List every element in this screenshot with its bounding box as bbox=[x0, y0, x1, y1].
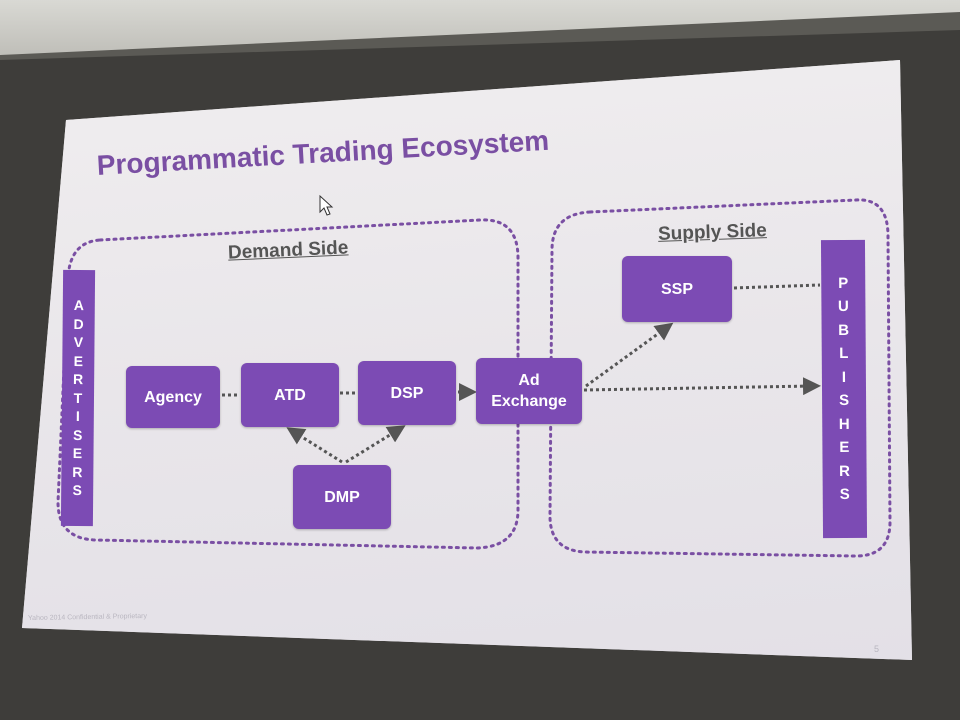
cursor-icon bbox=[319, 194, 334, 216]
advertisers-letter: E bbox=[72, 445, 83, 462]
arrow-exchange-ssp bbox=[585, 322, 674, 388]
atd-label: ATD bbox=[274, 386, 306, 404]
publishers-letter: R bbox=[839, 462, 851, 480]
ad-exchange-line2: Exchange bbox=[491, 393, 567, 410]
advertisers-letter: T bbox=[73, 389, 83, 406]
publishers-letter: U bbox=[837, 297, 849, 316]
ssp-label: SSP bbox=[660, 280, 693, 298]
advertisers-letter: I bbox=[75, 408, 80, 425]
advertisers-letter: S bbox=[72, 426, 83, 443]
publishers-letter: H bbox=[838, 415, 850, 433]
advertisers-letter: R bbox=[73, 371, 84, 388]
publishers-letter: B bbox=[838, 321, 850, 339]
arrow-exchange-publishers bbox=[583, 377, 821, 396]
supply-side-region bbox=[548, 198, 892, 558]
supply-side-label: Supply Side bbox=[657, 220, 768, 245]
dsp-box: DSP bbox=[358, 361, 456, 425]
dsp-label: DSP bbox=[390, 384, 424, 402]
agency-label: Agency bbox=[144, 388, 202, 406]
advertisers-letter: S bbox=[72, 482, 82, 499]
advertisers-letter: E bbox=[73, 352, 84, 369]
advertisers-letter: D bbox=[73, 315, 84, 332]
demand-side-region bbox=[56, 218, 520, 550]
atd-box: ATD bbox=[241, 363, 339, 427]
dmp-box: DMP bbox=[293, 465, 391, 529]
arrow-dmp-dsp bbox=[345, 425, 406, 464]
advertisers-letter: R bbox=[72, 463, 83, 480]
publishers-letter: E bbox=[839, 438, 850, 457]
publishers-letter: S bbox=[839, 485, 850, 504]
ad-exchange-box: Ad Exchange bbox=[476, 358, 582, 424]
publishers-letter: L bbox=[839, 344, 849, 363]
dmp-label: DMP bbox=[324, 488, 360, 506]
arrow-dmp-atd bbox=[286, 427, 343, 464]
publishers-letter: I bbox=[841, 368, 847, 386]
ssp-box: SSP bbox=[622, 256, 732, 322]
slide-page-number: 5 bbox=[874, 644, 880, 654]
publishers-letter: P bbox=[838, 274, 849, 292]
connector-ssp-publishers bbox=[733, 283, 821, 290]
agency-box: Agency bbox=[126, 366, 220, 428]
advertisers-letter: V bbox=[73, 334, 84, 351]
advertisers-letter: A bbox=[73, 297, 84, 314]
publishers-letter: S bbox=[839, 391, 850, 410]
ad-exchange-line1: Ad bbox=[518, 372, 540, 389]
